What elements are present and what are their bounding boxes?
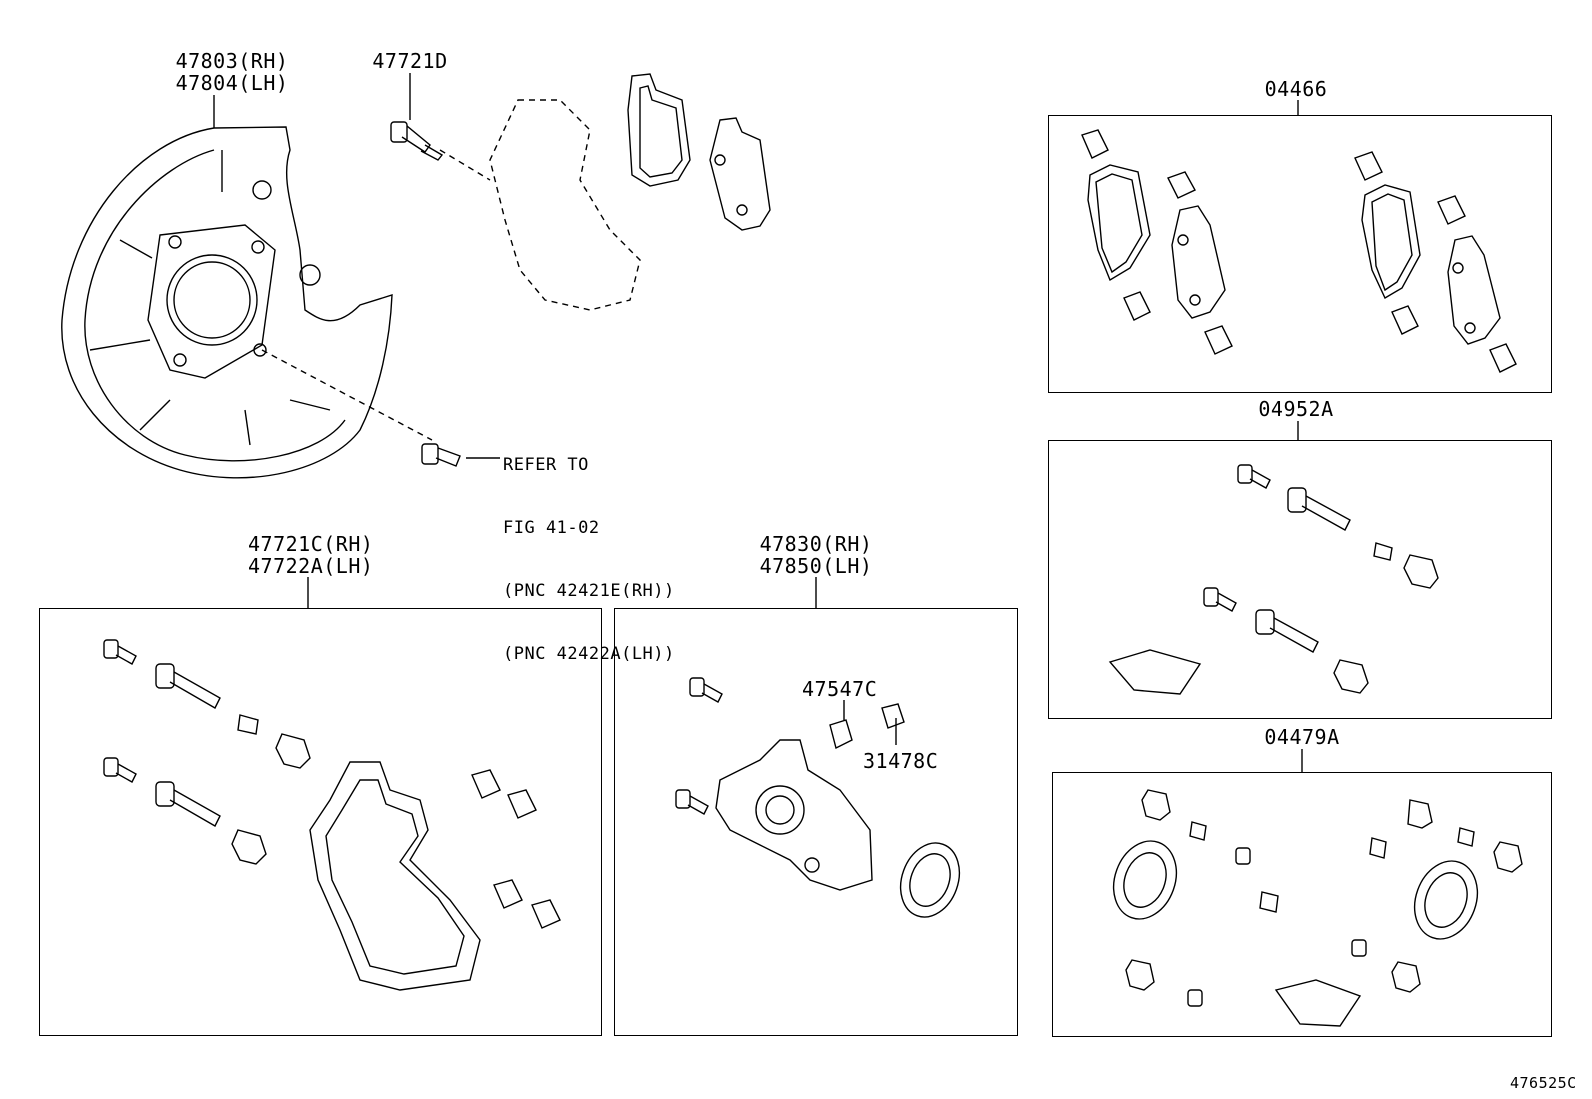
label-bleeder-plug[interactable]: 47547C: [802, 677, 878, 701]
guide-lines: [261, 99, 641, 441]
label-slide-pin-kit[interactable]: 04952A: [1258, 397, 1334, 421]
label-dust-cover-rh[interactable]: 47803(RH): [175, 49, 289, 73]
reference-note-line-4: (PNC 42422A(LH)): [503, 644, 675, 664]
label-caliper-assy-lh[interactable]: 47850(LH): [759, 554, 873, 578]
label-bleeder-cap[interactable]: 31478C: [863, 749, 939, 773]
reference-note-line-2: FIG 41-02: [503, 518, 600, 538]
pad-kit-illustration: [1081, 129, 1517, 373]
label-caliper-support-lh[interactable]: 47722A(LH): [248, 554, 374, 578]
caliper-assy-illustration: [675, 677, 961, 918]
label-pad-kit[interactable]: 04466: [1264, 77, 1328, 101]
figure-number: 476525C: [1510, 1074, 1577, 1092]
label-dust-cover-lh[interactable]: 47804(LH): [175, 71, 289, 95]
cylinder-kit-box: [1052, 772, 1552, 1037]
slide-pin-kit-box: [1048, 440, 1552, 719]
leader-lines: [213, 73, 1303, 772]
label-cylinder-kit[interactable]: 04479A: [1264, 725, 1340, 749]
dust-cover-illustration: [61, 126, 393, 479]
reference-note-line-1: REFER TO: [503, 455, 589, 475]
mounting-bolt-illustration: [390, 121, 444, 161]
label-caliper-support-rh[interactable]: 47721C(RH): [248, 532, 374, 556]
pad-kit-box: [1048, 115, 1552, 393]
reference-note[interactable]: REFER TO FIG 41-02 (PNC 42421E(RH)) (PNC…: [503, 413, 675, 686]
cylinder-kit-illustration: [1112, 789, 1523, 1027]
caliper-support-illustration: [103, 639, 561, 991]
brake-pads-illustration: [627, 73, 771, 231]
caliper-assy-box: [614, 608, 1018, 1036]
label-caliper-assy-rh[interactable]: 47830(RH): [759, 532, 873, 556]
caliper-support-box: [39, 608, 602, 1036]
slide-pin-kit-illustration: [1108, 464, 1439, 695]
reference-note-line-3: (PNC 42421E(RH)): [503, 581, 675, 601]
label-mounting-bolt[interactable]: 47721D: [372, 49, 448, 73]
disc-bolt-illustration: [421, 443, 461, 467]
